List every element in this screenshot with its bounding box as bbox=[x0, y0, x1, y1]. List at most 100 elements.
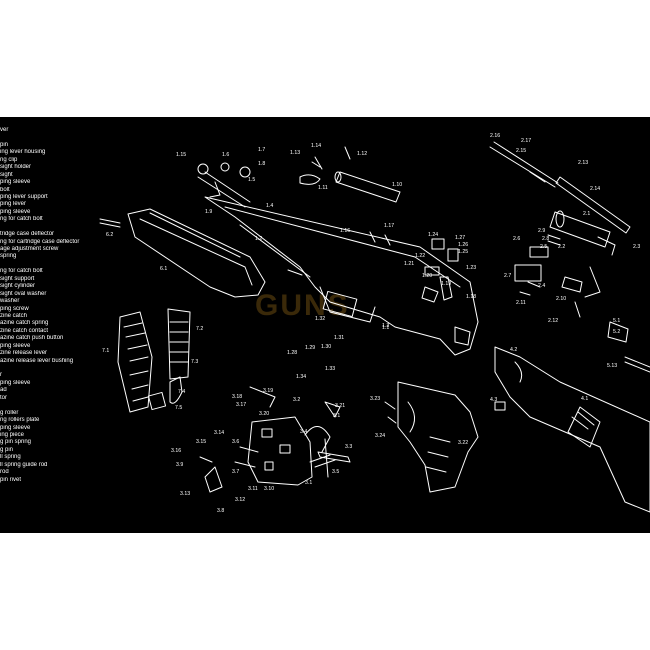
part-label: 7.4 bbox=[178, 389, 185, 395]
legend-item: washer bbox=[0, 298, 20, 305]
legend-item: pin rivet bbox=[0, 476, 22, 483]
part-label: 1.21 bbox=[404, 261, 414, 267]
part-label: 4.3 bbox=[490, 397, 497, 403]
legend-item: ping lever support bbox=[0, 193, 48, 200]
legend-item: ping lever bbox=[0, 201, 27, 208]
part-label: 1.23 bbox=[466, 265, 476, 271]
part-label: 7.1 bbox=[102, 348, 109, 354]
legend-item: g pin spring bbox=[0, 439, 32, 446]
part-label: 3.3 bbox=[345, 444, 352, 450]
part-label: 3.9 bbox=[176, 462, 183, 468]
part-label: 3.11 bbox=[248, 486, 258, 492]
part-label: 1.1 bbox=[382, 325, 389, 331]
part-label: 1.2 bbox=[255, 236, 262, 242]
part-label: 4.1 bbox=[581, 396, 588, 402]
part-label: 1.17 bbox=[384, 223, 394, 229]
part-label: 2.9 bbox=[538, 228, 545, 234]
part-label: 3.13 bbox=[180, 491, 190, 497]
part-label: 3.19 bbox=[263, 388, 273, 394]
legend-item: ping sleeve bbox=[0, 208, 31, 215]
part-label: 3.17 bbox=[236, 402, 246, 408]
part-label: 2.12 bbox=[548, 318, 558, 324]
part-label: 3.4 bbox=[300, 429, 307, 435]
part-label: 1.16 bbox=[340, 228, 350, 234]
part-label: 2.13 bbox=[578, 160, 588, 166]
part-label: 7.5 bbox=[175, 405, 182, 411]
part-label: 1.30 bbox=[321, 344, 331, 350]
legend-item: r bbox=[0, 372, 2, 379]
part-label: 1.4 bbox=[266, 203, 273, 209]
part-label: 2.11 bbox=[516, 300, 526, 306]
part-label: 1.18 bbox=[466, 294, 476, 300]
legend-item: ing lever housing bbox=[0, 149, 46, 156]
part-label: 1.19 bbox=[441, 281, 451, 287]
buttstock-group bbox=[494, 321, 650, 513]
part-label: 1.24 bbox=[428, 232, 438, 238]
part-label: 1.6 bbox=[222, 152, 229, 158]
part-label: 1.31 bbox=[334, 335, 344, 341]
legend-item: sight oval washer bbox=[0, 290, 47, 297]
part-label: 6.2 bbox=[106, 232, 113, 238]
legend-item: sight holder bbox=[0, 164, 32, 171]
legend-item: ping sleeve bbox=[0, 179, 31, 186]
trigger-group bbox=[199, 386, 351, 493]
receiver-group bbox=[197, 146, 479, 356]
part-label: 1.5 bbox=[248, 177, 255, 183]
part-label: 3.5 bbox=[332, 469, 339, 475]
part-label: 3.21 bbox=[335, 403, 345, 409]
part-label: 2.15 bbox=[516, 148, 526, 154]
part-label: 1.22 bbox=[415, 253, 425, 259]
legend-item: zine release lever bbox=[0, 350, 48, 357]
part-label: 1.26 bbox=[458, 242, 468, 248]
part-label: 1.32 bbox=[315, 316, 325, 322]
legend-item: ll spring bbox=[0, 454, 21, 461]
part-label: 5.13 bbox=[607, 363, 617, 369]
legend-item: rod bbox=[0, 469, 9, 476]
part-label: 2.17 bbox=[521, 138, 531, 144]
exploded-diagram: 1.15 1.6 1.7 1.8 1.5 1.9 1.4 1.2 1.13 1.… bbox=[99, 133, 650, 514]
part-label: 1.7 bbox=[258, 147, 265, 153]
part-label: 1.12 bbox=[357, 151, 367, 157]
legend-item: azine release lever bushing bbox=[0, 357, 74, 364]
part-label: 3.14 bbox=[214, 430, 224, 436]
legend-item: azine catch push button bbox=[0, 335, 64, 342]
part-label: 1.20 bbox=[422, 273, 432, 279]
part-label: 2.14 bbox=[590, 186, 600, 192]
part-label: 1.29 bbox=[305, 345, 315, 351]
legend-item: ng for catch bolt bbox=[0, 216, 43, 223]
legend-item: ng for cartridge case deflector bbox=[0, 238, 80, 245]
part-label: 3.8 bbox=[217, 508, 224, 514]
legend-item: ping screw bbox=[0, 305, 29, 312]
part-label: 1.3 bbox=[382, 323, 389, 329]
part-label: 3.18 bbox=[232, 394, 242, 400]
part-label: 7.3 bbox=[191, 359, 198, 365]
legend-item: pin bbox=[0, 141, 9, 148]
legend-item: zine catch bbox=[0, 312, 28, 319]
legend-item: spring bbox=[0, 253, 17, 260]
part-label: 7.2 bbox=[196, 326, 203, 332]
part-label: 3.16 bbox=[171, 448, 181, 454]
part-label: 1.27 bbox=[455, 235, 465, 241]
legend-item: g pin bbox=[0, 446, 14, 453]
magazine-group bbox=[117, 308, 191, 413]
legend-item: ping sleeve bbox=[0, 424, 31, 431]
watermark-logo: GUNS bbox=[255, 289, 350, 322]
part-label: 4.2 bbox=[510, 347, 517, 353]
legend-item: tor bbox=[0, 394, 8, 401]
part-label: 3.12 bbox=[235, 497, 245, 503]
part-label: 3.15 bbox=[196, 439, 206, 445]
pistol-grip-group bbox=[384, 381, 479, 493]
part-label: 3.10 bbox=[264, 486, 274, 492]
legend-item: azine catch spring bbox=[0, 320, 49, 327]
handguard-group bbox=[99, 208, 266, 298]
legend-item: ng clip bbox=[0, 156, 18, 163]
part-label: 5.1 bbox=[613, 318, 620, 324]
part-label: 2.6 bbox=[513, 236, 520, 242]
part-labels: 1.15 1.6 1.7 1.8 1.5 1.9 1.4 1.2 1.13 1.… bbox=[102, 133, 640, 514]
part-label: 1.15 bbox=[176, 152, 186, 158]
part-label: 2.1 bbox=[583, 211, 590, 217]
part-label: 2.8 bbox=[542, 236, 549, 242]
legend-item: bolt bbox=[0, 186, 10, 193]
